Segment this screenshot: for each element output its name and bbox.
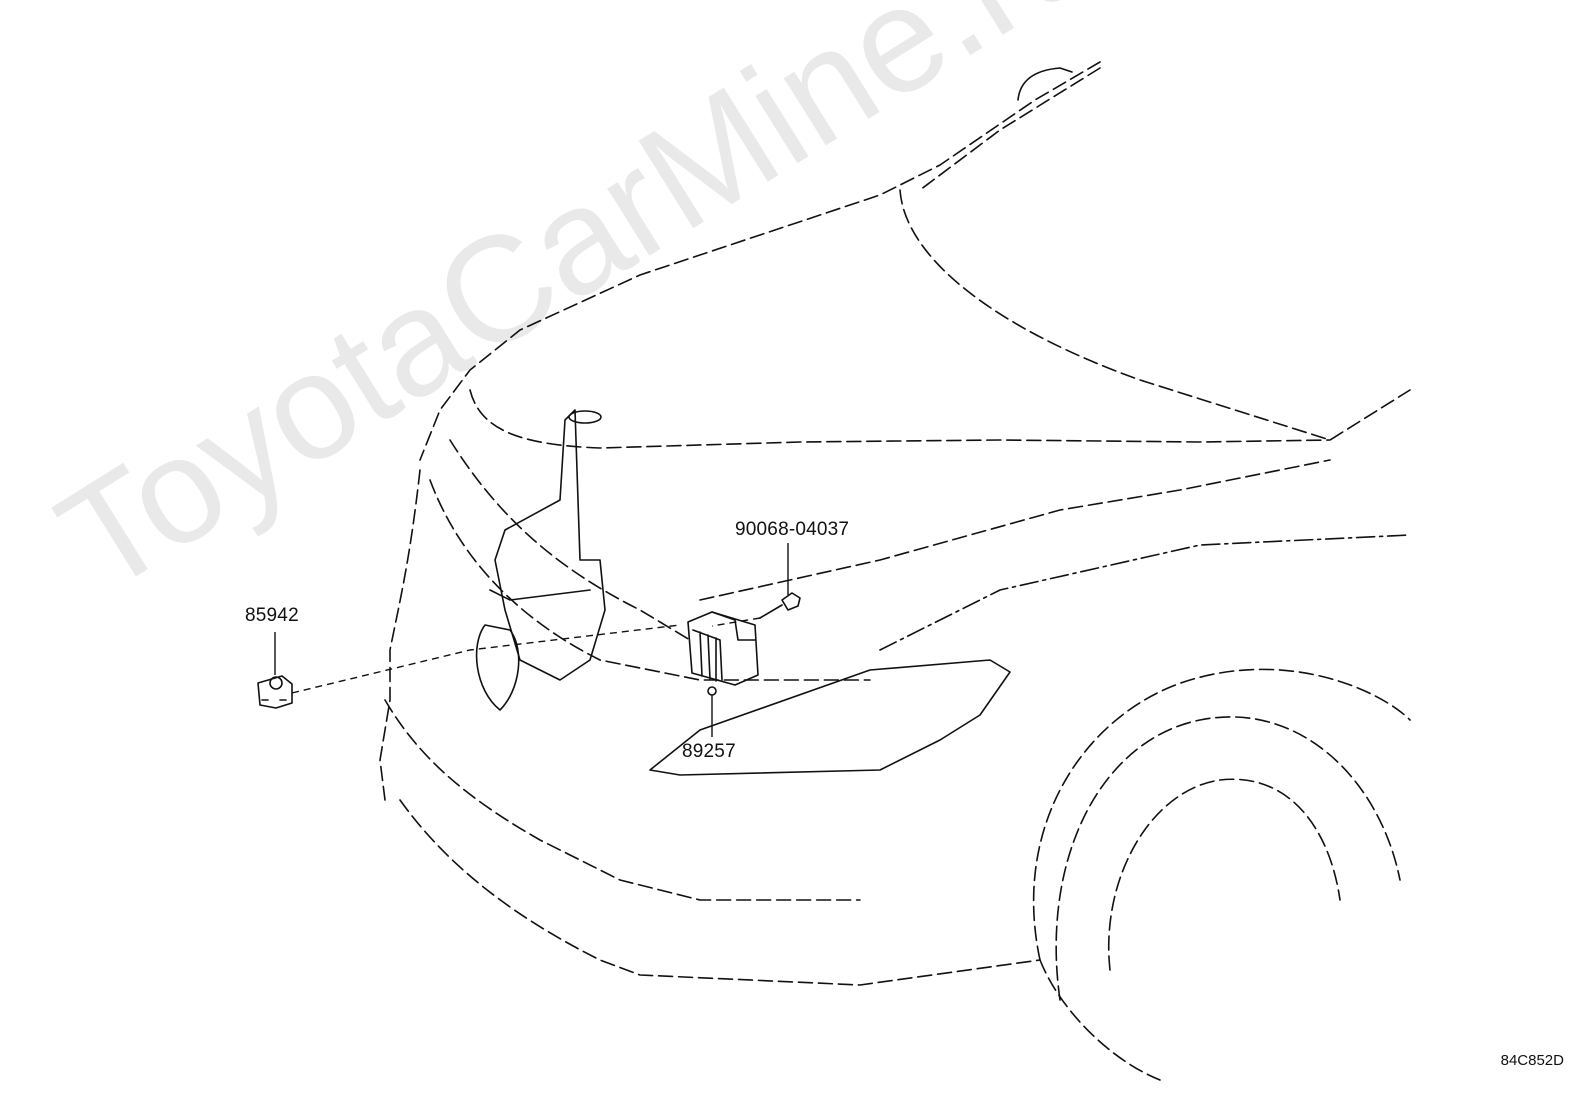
wheel-arch [1032, 668, 1411, 961]
grille-line [429, 479, 871, 681]
wheel-inner [1108, 778, 1341, 971]
part-label-90068-04037[interactable]: 90068-04037 [735, 519, 850, 540]
washer-pump [475, 624, 520, 711]
hood-outline [419, 61, 1101, 461]
windshield-edge [919, 67, 1101, 191]
sensor-85942 [257, 675, 293, 709]
tire-line [1039, 959, 1161, 1081]
part-label-89257[interactable]: 89257 [682, 741, 736, 762]
leader-bolt-dashed [711, 617, 761, 627]
fender-upper [879, 534, 1411, 651]
headlamp-outline [649, 659, 1011, 776]
bumper-upper [379, 469, 421, 801]
washer-tank [494, 409, 606, 681]
leader-85942-dashed [291, 624, 681, 694]
bolt-90068-04037 [759, 592, 801, 619]
hood-front-edge [469, 389, 1331, 449]
bumper-lower [384, 699, 861, 901]
hood-lower-line [449, 439, 691, 641]
fender-line [699, 459, 1331, 601]
bumper-bottom [399, 799, 1041, 986]
hood-center-crease [899, 189, 1411, 441]
ecu-module-89257 [687, 611, 759, 696]
part-label-85942[interactable]: 85942 [245, 605, 299, 626]
drawing-code: 84C852D [1500, 1052, 1564, 1069]
washer-bracket [489, 589, 591, 601]
mirror-outline [1017, 67, 1073, 101]
washer-filler-neck [568, 410, 602, 424]
wheel-outer [1055, 716, 1401, 1001]
